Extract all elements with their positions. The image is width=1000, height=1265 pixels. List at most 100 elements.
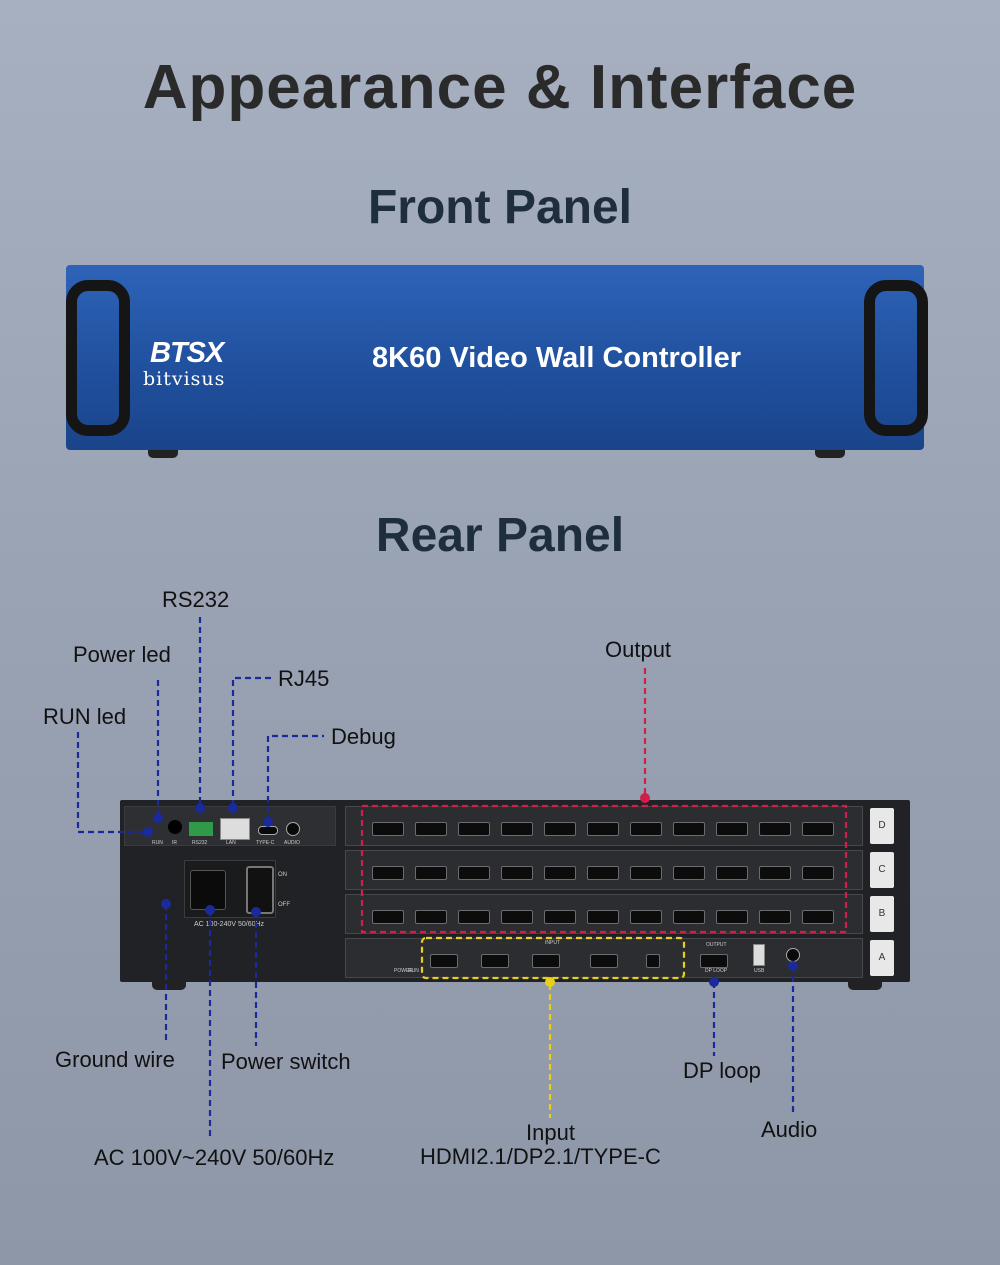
output-port[interactable] bbox=[673, 822, 705, 836]
label-output: Output bbox=[605, 637, 672, 662]
rj45-dot bbox=[228, 803, 238, 813]
slot-tab-c: C bbox=[870, 852, 894, 888]
debug-line bbox=[266, 734, 324, 822]
output-port[interactable] bbox=[544, 910, 576, 924]
dp-loop-port[interactable] bbox=[700, 954, 728, 968]
device-title: 8K60 Video Wall Controller bbox=[372, 342, 742, 374]
output-box bbox=[360, 804, 848, 934]
rear-panel-heading: Rear Panel bbox=[375, 509, 625, 562]
power-led-dot bbox=[153, 813, 163, 823]
slot-tab-b: B bbox=[870, 896, 894, 932]
output-port[interactable] bbox=[501, 910, 533, 924]
power-text: POWER bbox=[394, 968, 413, 974]
label-dp-loop: DP loop bbox=[683, 1058, 761, 1083]
run-led-line bbox=[76, 732, 148, 834]
output-port[interactable] bbox=[544, 866, 576, 880]
dp-loop-text: DP LOOP bbox=[705, 968, 728, 974]
output-port[interactable] bbox=[716, 866, 748, 880]
output-port[interactable] bbox=[630, 822, 662, 836]
run-text-card: RUN bbox=[408, 968, 419, 974]
slot-tab-a: A bbox=[870, 940, 894, 976]
label-debug: Debug bbox=[331, 724, 396, 749]
output-port[interactable] bbox=[673, 910, 705, 924]
right-handle bbox=[864, 280, 928, 436]
label-ac: AC 100V~240V 50/60Hz bbox=[94, 1145, 335, 1170]
brand-logo-sub: bitvisus bbox=[143, 368, 226, 390]
output-port[interactable] bbox=[587, 910, 619, 924]
audio-jack-control[interactable] bbox=[286, 822, 300, 836]
input-port[interactable] bbox=[481, 954, 509, 968]
label-input: Input bbox=[526, 1120, 575, 1145]
output-port[interactable] bbox=[630, 866, 662, 880]
output-port[interactable] bbox=[458, 910, 490, 924]
run-led-dot bbox=[143, 827, 153, 837]
rj45-port[interactable] bbox=[220, 818, 250, 840]
label-run-led: RUN led bbox=[43, 704, 127, 729]
dp-loop-dot bbox=[709, 977, 719, 987]
input-port[interactable] bbox=[372, 822, 404, 836]
input-dot bbox=[545, 977, 555, 987]
input-port[interactable] bbox=[415, 910, 447, 924]
audio-text: AUDIO bbox=[284, 840, 300, 846]
label-audio: Audio bbox=[761, 1117, 818, 1142]
usb-text: USB bbox=[754, 968, 765, 974]
ac-dot bbox=[205, 905, 215, 915]
input-port[interactable] bbox=[590, 954, 618, 968]
rs232-port[interactable] bbox=[189, 822, 213, 836]
power-socket bbox=[190, 870, 226, 910]
input-port[interactable] bbox=[646, 954, 660, 968]
label-ground-wire: Ground wire bbox=[55, 1047, 175, 1072]
input-port[interactable] bbox=[532, 954, 560, 968]
ir-text: IR bbox=[172, 840, 177, 846]
input-box bbox=[420, 936, 686, 980]
device-foot bbox=[815, 450, 845, 458]
output-dot bbox=[640, 793, 650, 803]
output-port[interactable] bbox=[458, 866, 490, 880]
switch-off-text: OFF bbox=[278, 902, 290, 908]
input-port[interactable] bbox=[415, 866, 447, 880]
output-port[interactable] bbox=[501, 822, 533, 836]
output-port[interactable] bbox=[587, 822, 619, 836]
device-foot bbox=[148, 450, 178, 458]
typec-text: TYPE-C bbox=[256, 840, 275, 846]
input-port[interactable] bbox=[372, 866, 404, 880]
output-port[interactable] bbox=[716, 822, 748, 836]
front-panel-device bbox=[66, 265, 924, 450]
label-power-led: Power led bbox=[73, 642, 171, 667]
ac-spec-text: AC 100-240V 50/60Hz bbox=[194, 921, 265, 928]
output-port[interactable] bbox=[759, 910, 791, 924]
output-port[interactable] bbox=[802, 822, 834, 836]
rs232-dot bbox=[195, 803, 205, 813]
output-port[interactable] bbox=[630, 910, 662, 924]
output-port[interactable] bbox=[802, 866, 834, 880]
input-port[interactable] bbox=[372, 910, 404, 924]
run-text: RUN bbox=[152, 840, 163, 846]
input-port[interactable] bbox=[430, 954, 458, 968]
lan-text: LAN bbox=[226, 840, 236, 846]
output-port[interactable] bbox=[587, 866, 619, 880]
brand-logo: BTSX bbox=[150, 337, 224, 369]
front-panel-heading: Front Panel bbox=[367, 181, 633, 234]
left-handle bbox=[66, 280, 130, 436]
output-port[interactable] bbox=[501, 866, 533, 880]
label-power-switch: Power switch bbox=[221, 1049, 351, 1074]
output-port[interactable] bbox=[544, 822, 576, 836]
rs232-text: RS232 bbox=[192, 840, 208, 846]
device-foot bbox=[152, 982, 186, 990]
device-foot bbox=[848, 982, 882, 990]
output-port[interactable] bbox=[458, 822, 490, 836]
label-rj45: RJ45 bbox=[278, 666, 330, 691]
output-port[interactable] bbox=[673, 866, 705, 880]
page-title: Appearance & Interface bbox=[142, 53, 858, 122]
audio-dot bbox=[788, 961, 798, 971]
output-port[interactable] bbox=[802, 910, 834, 924]
switch-on-text: ON bbox=[278, 872, 287, 878]
output-port[interactable] bbox=[759, 866, 791, 880]
usb-port[interactable] bbox=[753, 944, 765, 966]
output-port[interactable] bbox=[759, 822, 791, 836]
input-port[interactable] bbox=[415, 822, 447, 836]
output-port[interactable] bbox=[716, 910, 748, 924]
debug-dot bbox=[263, 817, 273, 827]
label-rs232: RS232 bbox=[162, 587, 230, 612]
